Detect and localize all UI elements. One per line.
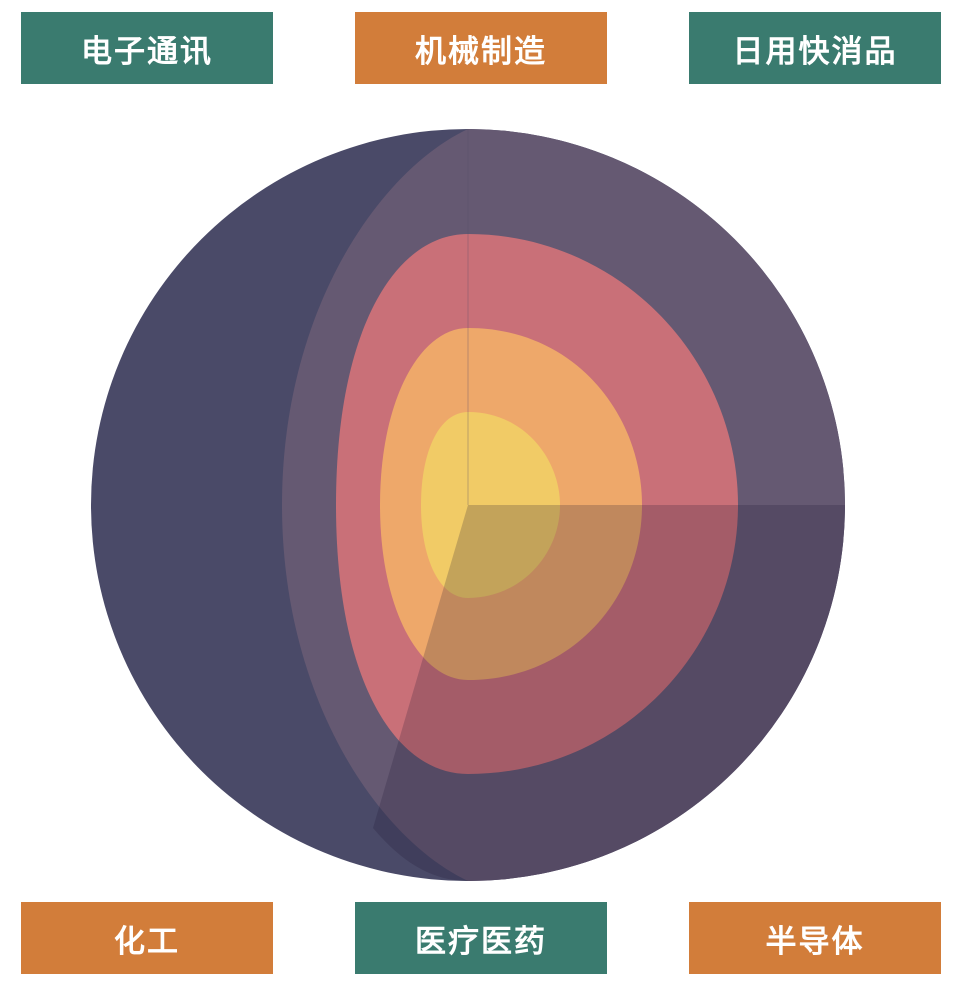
label-electronics: 电子通讯: [21, 12, 273, 84]
label-medical: 医疗医药: [355, 902, 607, 974]
label-semiconductor: 半导体: [689, 902, 941, 974]
lower-wedge-shadow: [373, 505, 845, 881]
label-machinery: 机械制造: [355, 12, 607, 84]
label-chemical: 化工: [21, 902, 273, 974]
label-consumer-goods: 日用快消品: [689, 12, 941, 84]
quadrant-highlight: [468, 129, 845, 505]
sphere-center: [421, 412, 560, 598]
